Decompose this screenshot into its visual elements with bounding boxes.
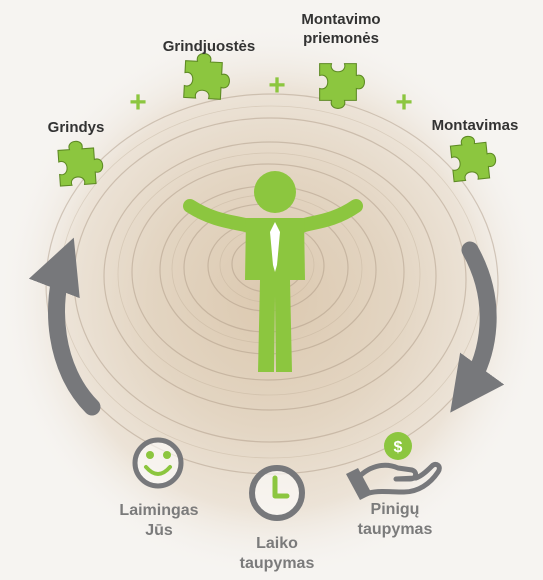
person-with-tie-icon bbox=[183, 171, 363, 372]
clock-icon bbox=[249, 465, 305, 521]
plus-sign: + bbox=[268, 69, 286, 102]
label-line: priemonės bbox=[303, 30, 379, 47]
label-montavimo-priemones: Montavimo priemonės bbox=[288, 10, 394, 48]
label-line: Laiko bbox=[256, 535, 298, 552]
label-laimingas-jus: Laimingas Jūs bbox=[112, 501, 206, 541]
label-montavimas: Montavimas bbox=[431, 117, 519, 134]
plus-signs: + + + bbox=[129, 69, 413, 119]
label-line: taupymas bbox=[239, 555, 315, 572]
label-piniguu-taupymas: Pinigų taupymas bbox=[349, 500, 441, 540]
dollar-symbol: $ bbox=[394, 439, 403, 456]
label-grindys: Grindys bbox=[47, 119, 105, 136]
money-hand-icon: $ bbox=[346, 432, 442, 500]
curved-arrow-up-icon bbox=[28, 237, 101, 416]
label-line: Montavimo bbox=[301, 11, 381, 28]
curved-arrow-down-icon bbox=[450, 241, 505, 413]
label-line: Jūs bbox=[145, 522, 173, 539]
cycle-arrows bbox=[28, 237, 505, 416]
label-line: Laimingas bbox=[119, 502, 199, 519]
plus-sign: + bbox=[395, 86, 413, 119]
label-line: Pinigų bbox=[370, 501, 420, 518]
label-grindjuostes: Grindjuostės bbox=[162, 38, 256, 55]
plus-sign: + bbox=[129, 86, 147, 119]
label-laiko-taupymas: Laiko taupymas bbox=[232, 534, 322, 574]
smiley-face-icon bbox=[132, 437, 184, 489]
label-line: taupymas bbox=[357, 521, 433, 538]
